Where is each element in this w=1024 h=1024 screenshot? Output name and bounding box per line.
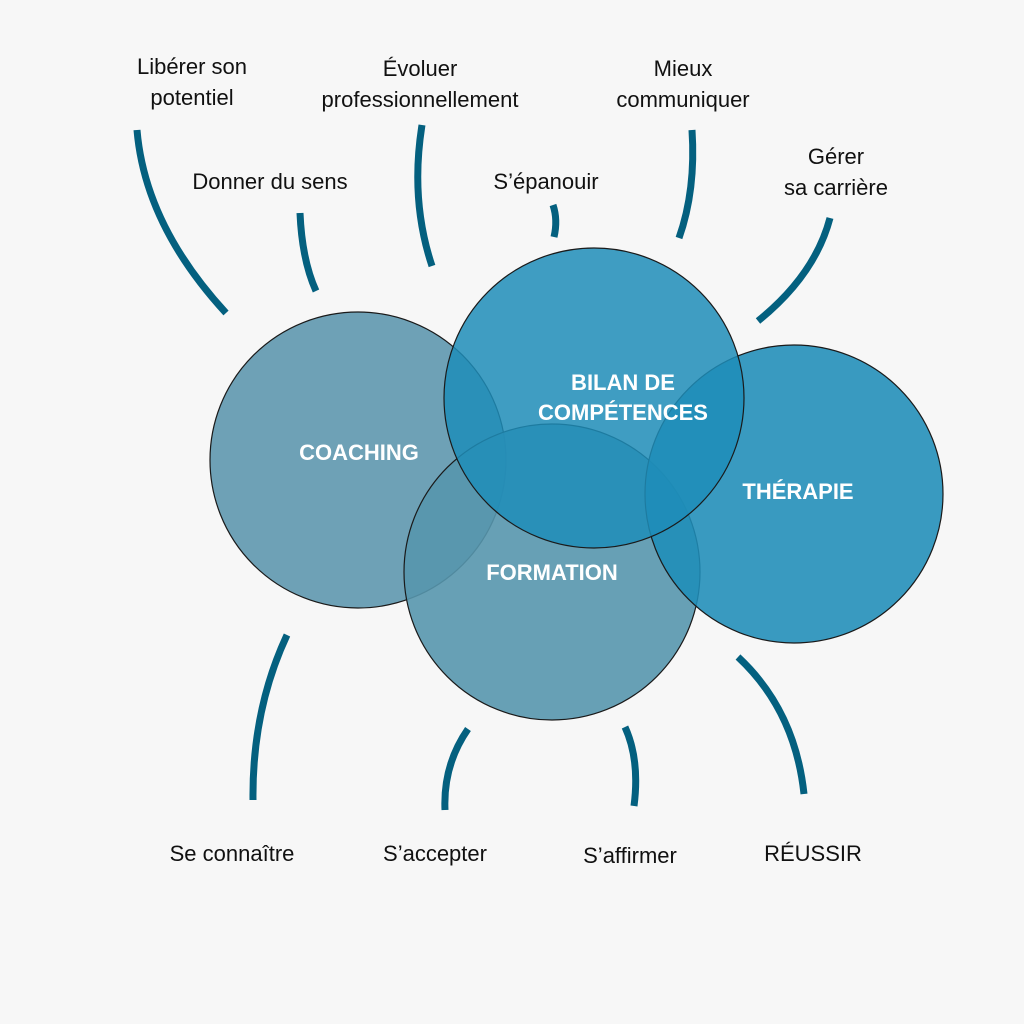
label-s-accepter: S’accepter	[383, 841, 487, 866]
connector-line	[735, 654, 808, 795]
label-reussir: RÉUSSIR	[764, 841, 862, 866]
connector-line	[133, 129, 229, 316]
label-gerer-carriere: Gérer sa carrière	[784, 144, 888, 200]
label-epanouir: S’épanouir	[493, 169, 599, 194]
circle-label-formation: FORMATION	[486, 560, 618, 585]
circle-label-therapie: THÉRAPIE	[742, 479, 854, 504]
connector-line	[249, 633, 291, 801]
connector-line	[755, 217, 834, 324]
circle-label-coaching: COACHING	[299, 440, 419, 465]
label-s-affirmer: S’affirmer	[583, 843, 677, 868]
connector-line	[296, 212, 320, 293]
label-liberer-potentiel: Libérer son potentiel	[136, 54, 248, 110]
connector-line	[675, 129, 697, 240]
circle-label-bilan: BILAN DE COMPÉTENCES	[538, 370, 708, 425]
label-mieux-communiquer: Mieux communiquer	[616, 56, 750, 112]
connector-line	[441, 727, 471, 811]
label-donner-sens: Donner du sens	[192, 169, 348, 194]
label-se-connaitre: Se connaître	[169, 841, 295, 866]
circle-bilan	[443, 247, 745, 549]
connector-line	[621, 725, 640, 807]
connector-line	[414, 124, 436, 268]
connector-line	[549, 203, 560, 238]
label-evoluer: Évoluer professionnellement	[321, 56, 519, 112]
